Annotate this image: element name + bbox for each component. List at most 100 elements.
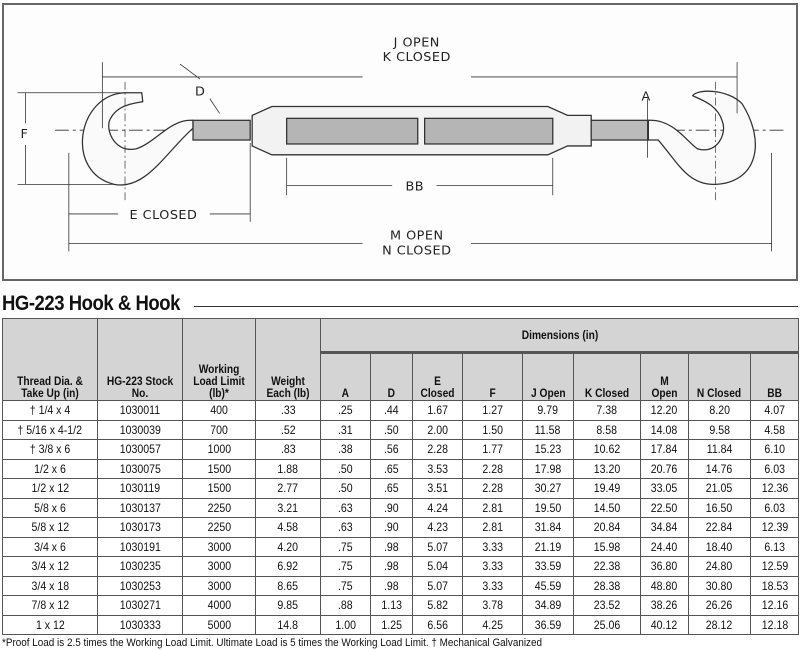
table-cell: † 1/4 x 4 [2, 400, 98, 421]
left-thread [192, 119, 251, 141]
table-cell: 1030057 [97, 439, 183, 460]
table-cell: 4.24 [412, 497, 463, 518]
table-cell: 3.78 [462, 595, 523, 616]
table-cell: 31.84 [522, 517, 574, 538]
table-cell: 14.8 [255, 614, 321, 635]
table-cell: .33 [255, 400, 321, 421]
table-cell: 19.50 [522, 497, 574, 518]
table-cell: 1030075 [97, 458, 183, 479]
table-cell: 36.59 [522, 614, 574, 635]
right-hook [647, 90, 756, 186]
table-cell: .90 [370, 517, 413, 538]
table-cell: 24.80 [688, 556, 751, 577]
right-thread [590, 119, 650, 141]
table-cell: 5.82 [412, 595, 463, 616]
table-cell: 400 [182, 400, 256, 421]
table-cell: 1.13 [370, 595, 413, 616]
section-title-row: HG-223 Hook & Hook [2, 292, 798, 316]
table-cell: 30.27 [522, 478, 574, 499]
table-cell: 8.20 [688, 400, 751, 421]
table-cell: 2.28 [462, 478, 523, 499]
table-cell: 3.33 [462, 556, 523, 577]
table-cell: 1.77 [462, 439, 523, 460]
table-cell: 1030191 [97, 536, 183, 557]
table-cell: 1/2 x 6 [2, 458, 98, 479]
table-cell: 1.50 [462, 419, 523, 440]
table-cell: .50 [320, 458, 371, 479]
table-cell: 1030011 [97, 400, 183, 421]
table-cell: 3.33 [462, 575, 523, 596]
table-cell: 40.12 [640, 614, 689, 635]
table-cell: 34.84 [640, 517, 689, 538]
title-divider [194, 305, 798, 307]
table-cell: 33.05 [640, 478, 689, 499]
header-dim-m-open: M Open [640, 352, 689, 401]
table-cell: 1 x 12 [2, 614, 98, 635]
label-m-open: M OPEN [390, 229, 444, 244]
table-cell: 1.00 [320, 614, 371, 635]
label-n-closed: N CLOSED [382, 243, 451, 258]
table-cell: † 3/8 x 6 [2, 439, 98, 460]
footnote: *Proof Load is 2.5 times the Working Loa… [2, 637, 542, 649]
table-cell: 13.20 [573, 458, 641, 479]
table-cell: 1/2 x 12 [2, 478, 98, 499]
table-cell: 25.06 [573, 614, 641, 635]
table-cell: 1030119 [97, 478, 183, 499]
table-cell: 6.03 [749, 497, 800, 518]
table-cell: 5.04 [412, 556, 463, 577]
table-cell: 22.50 [640, 497, 689, 518]
header-dim-n-closed: N Closed [688, 352, 751, 401]
table-cell: 7.38 [573, 400, 641, 421]
table-cell: 12.16 [749, 595, 800, 616]
table-cell: 12.18 [749, 614, 800, 635]
table-cell: 3000 [182, 575, 256, 596]
table-cell: 4.58 [749, 419, 800, 440]
table-cell: 21.05 [688, 478, 751, 499]
label-bb: BB [406, 179, 425, 194]
table-cell: .50 [320, 478, 371, 499]
table-cell: .75 [320, 575, 371, 596]
label-f: F [21, 127, 29, 142]
table-cell: .25 [320, 400, 371, 421]
turnbuckle-drawing: J OPEN K CLOSED D F A BB E CLOSED M OPEN… [17, 35, 787, 258]
table-cell: 1030137 [97, 497, 183, 518]
table-cell: 17.98 [522, 458, 574, 479]
table-cell: 5000 [182, 614, 256, 635]
table-cell: 34.89 [522, 595, 574, 616]
table-cell: 38.26 [640, 595, 689, 616]
table-cell: 20.76 [640, 458, 689, 479]
table-cell: 45.59 [522, 575, 574, 596]
table-cell: 1030253 [97, 575, 183, 596]
label-k-closed: K CLOSED [383, 50, 451, 65]
table-cell: 1030173 [97, 517, 183, 538]
table-cell: 15.98 [573, 536, 641, 557]
turnbuckle-diagram: J OPEN K CLOSED D F A BB E CLOSED M OPEN… [2, 3, 798, 281]
table-cell: 1030235 [97, 556, 183, 577]
table-cell: 12.20 [640, 400, 689, 421]
table-cell: 36.80 [640, 556, 689, 577]
table-cell: 48.80 [640, 575, 689, 596]
table-cell: 6.13 [749, 536, 800, 557]
table-cell: 1.67 [412, 400, 463, 421]
table-cell: .63 [320, 517, 371, 538]
table-cell: 3.53 [412, 458, 463, 479]
table-cell: 1.88 [255, 458, 321, 479]
table-cell: 6.03 [749, 458, 800, 479]
header-dim-e-closed: E Closed [412, 352, 463, 401]
table-cell: 1.25 [370, 614, 413, 635]
table-cell: 26.26 [688, 595, 751, 616]
table-cell: .98 [370, 536, 413, 557]
table-cell: .98 [370, 556, 413, 577]
table-cell: 33.59 [522, 556, 574, 577]
table-cell: 4.20 [255, 536, 321, 557]
table-cell: 700 [182, 419, 256, 440]
table-cell: 28.38 [573, 575, 641, 596]
page-title: HG-223 Hook & Hook [2, 292, 180, 315]
table-cell: 7/8 x 12 [2, 595, 98, 616]
table-cell: .65 [370, 478, 413, 499]
table-cell: 5.07 [412, 536, 463, 557]
